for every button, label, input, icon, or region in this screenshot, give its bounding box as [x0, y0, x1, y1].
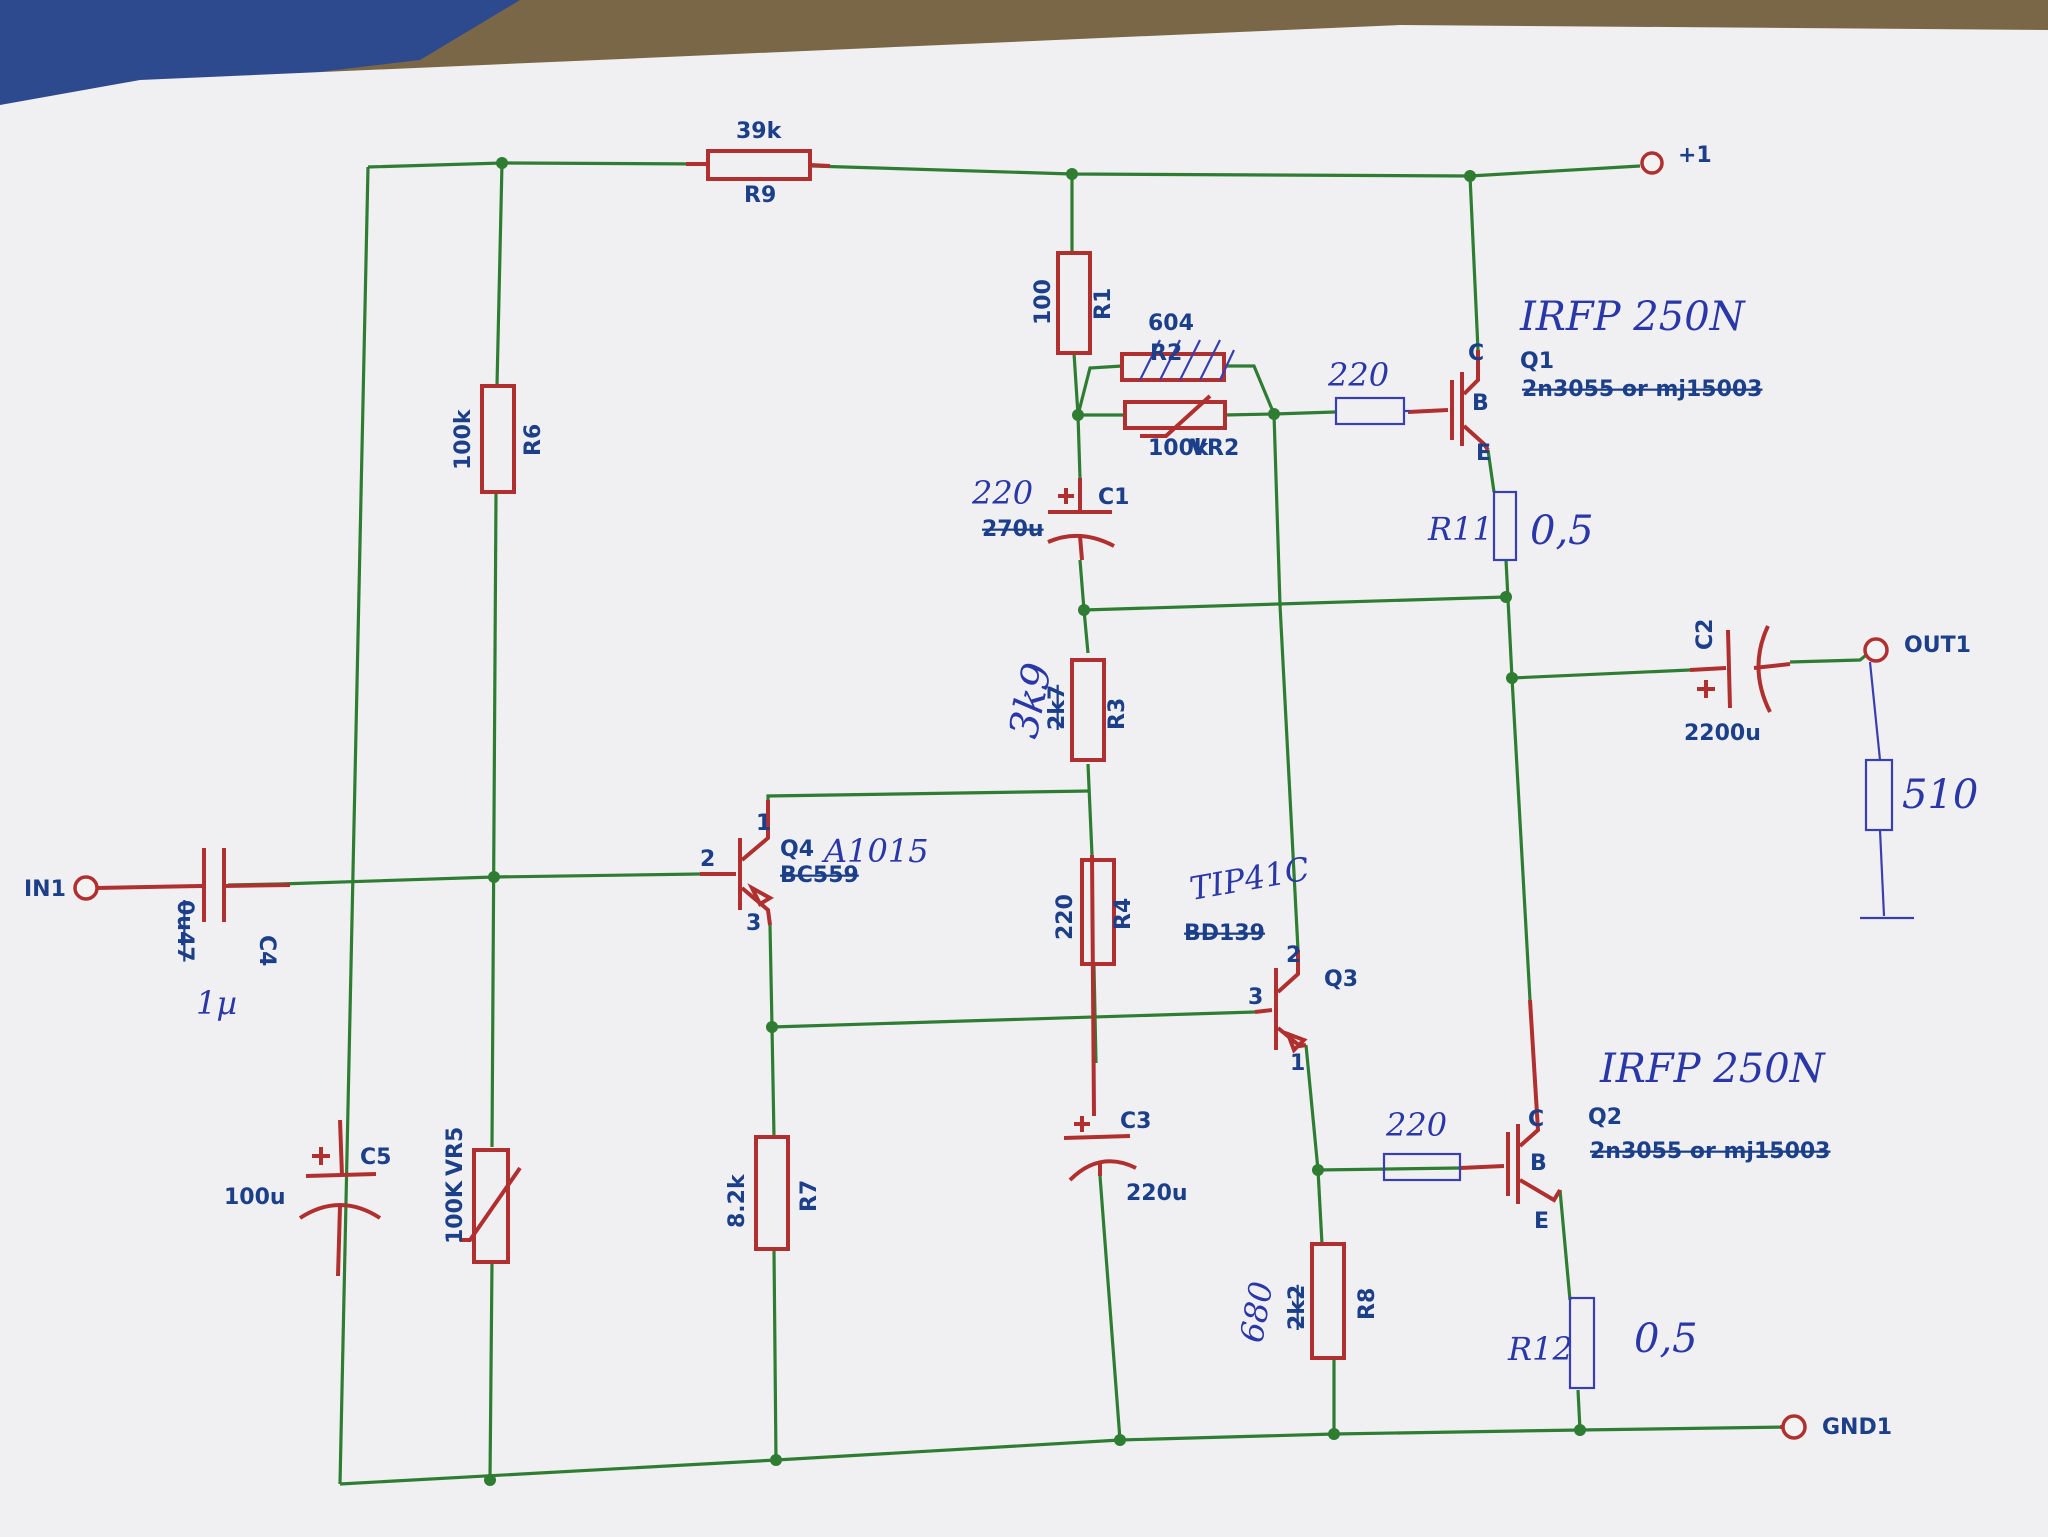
resistor-r7: 8.2k R7 [725, 1135, 822, 1251]
c4-old-value: 0u47 [172, 900, 197, 962]
r3-ref: R3 [1105, 698, 1130, 730]
r9-value: 39k [736, 119, 783, 144]
c3-ref: C3 [1120, 1109, 1151, 1134]
q2-pin-c: C [1528, 1107, 1544, 1132]
r4-value: 220 [1053, 894, 1078, 940]
resistor-r2: 604 R2 [1120, 311, 1235, 382]
capacitor-c2: C2 2200u [1684, 619, 1791, 746]
q3-ref: Q3 [1324, 967, 1358, 992]
resistor-r12: R12 0,5 [1507, 1296, 1698, 1390]
c4-ref: C4 [254, 935, 279, 966]
capacitor-c4: C4 0u47 1µ [172, 848, 291, 1022]
vr5-ref: VR5 [443, 1127, 468, 1176]
r7-ref: R7 [797, 1180, 822, 1212]
r3-old-value: 2k7 [1045, 685, 1070, 730]
c2-value: 2200u [1684, 721, 1761, 746]
transistor-q2: C B E Q2 2n3055 or mj15003 IRFP 250N [1459, 999, 1831, 1234]
q4-pin-collector: 1 [756, 811, 771, 836]
q4-ref: Q4 [780, 837, 814, 862]
supply-terminal: +1 [1640, 143, 1712, 175]
r9-ref: R9 [744, 183, 776, 208]
c2-ref: C2 [1693, 619, 1718, 650]
q2-old-part: 2n3055 or mj15003 [1590, 1139, 1831, 1164]
q1-old-part: 2n3055 or mj15003 [1522, 377, 1763, 402]
ground-label: GND1 [1822, 1415, 1892, 1440]
capacitor-c5: C5 100u [224, 1119, 391, 1277]
r1-ref: R1 [1091, 288, 1116, 320]
c5-ref: C5 [360, 1145, 391, 1170]
c1-new-value: 220 [971, 474, 1033, 512]
output-terminal: OUT1 [1863, 633, 1971, 663]
q2-ref: Q2 [1588, 1105, 1622, 1130]
r6-value: 100k [451, 408, 476, 470]
output-label: OUT1 [1904, 633, 1971, 658]
c5-value: 100u [224, 1185, 286, 1210]
gate-r1-value: 220 [1327, 356, 1389, 394]
gate-resistor-q2: 220 [1382, 1106, 1462, 1182]
load-value: 510 [1902, 772, 1978, 818]
capacitor-c3: C3 220u [1063, 854, 1188, 1206]
resistor-r11: R11 0,5 [1427, 490, 1594, 562]
potentiometer-vr5: 100K VR5 [443, 1127, 522, 1264]
load-resistor: 510 [1860, 661, 1978, 920]
transistor-q1: C B E Q1 2n3055 or mj15003 IRFP 250N [1407, 294, 1763, 466]
r2-value: 604 [1148, 311, 1194, 336]
q4-pin-base: 2 [700, 847, 715, 872]
vr5-value: 100K [443, 1180, 468, 1244]
r4-ref: R4 [1111, 898, 1136, 930]
ground-terminal: GND1 [1780, 1414, 1892, 1440]
r12-ref: R12 [1507, 1330, 1573, 1368]
r11-ref: R11 [1427, 510, 1493, 548]
resistor-r4: 220 R4 [1053, 858, 1136, 966]
r2-ref: R2 [1150, 341, 1182, 366]
q1-pin-b: B [1472, 391, 1489, 416]
q3-pin-emitter: 1 [1290, 1051, 1305, 1076]
gate-resistor-q1: 220 [1327, 356, 1410, 426]
r7-value: 8.2k [725, 1173, 750, 1228]
resistor-r6: 100k R6 [451, 384, 546, 494]
supply-label: +1 [1678, 143, 1712, 168]
paper-sheet [0, 25, 2048, 1537]
vr2-ref: VR2 [1190, 436, 1239, 461]
q3-pin-collector: 2 [1286, 943, 1301, 968]
q2-pin-b: B [1530, 1151, 1547, 1176]
q2-pin-e: E [1534, 1209, 1549, 1234]
q4-new-part: A1015 [821, 832, 929, 870]
input-terminal: IN1 [24, 875, 201, 902]
q3-old-part: BD139 [1184, 921, 1265, 946]
q1-pin-c: C [1468, 341, 1484, 366]
c1-old-value: 270u [982, 517, 1044, 542]
r11-value: 0,5 [1530, 508, 1594, 554]
resistor-r1: 100 R1 [1031, 251, 1116, 355]
q1-new-part: IRFP 250N [1519, 294, 1747, 340]
transistor-q4: 2 1 3 Q4 BC559 A1015 [700, 800, 929, 936]
q4-pin-emitter: 3 [746, 911, 761, 936]
r12-value: 0,5 [1634, 1316, 1698, 1362]
input-label: IN1 [24, 877, 66, 902]
vr2-value: 100k [1148, 436, 1210, 461]
resistor-r9: 39k R9 [686, 119, 831, 208]
q4-old-part: BC559 [780, 863, 859, 888]
q1-ref: Q1 [1520, 349, 1554, 374]
potentiometer-vr2: 100k VR2 [1123, 394, 1239, 461]
gate-r2-value: 220 [1385, 1106, 1447, 1144]
r6-ref: R6 [521, 424, 546, 456]
r1-value: 100 [1031, 279, 1056, 325]
q1-pin-e: E [1476, 441, 1491, 466]
q2-new-part: IRFP 250N [1599, 1046, 1827, 1092]
c4-new-value: 1µ [196, 984, 237, 1022]
r8-ref: R8 [1355, 1288, 1380, 1320]
r8-old-value: 2k2 [1285, 1285, 1310, 1330]
junction-dots [484, 157, 1586, 1486]
c3-value: 220u [1126, 1181, 1188, 1206]
c1-ref: C1 [1098, 485, 1129, 510]
capacitor-c1: C1 270u 220 [971, 474, 1129, 561]
q3-pin-base: 3 [1248, 985, 1263, 1010]
